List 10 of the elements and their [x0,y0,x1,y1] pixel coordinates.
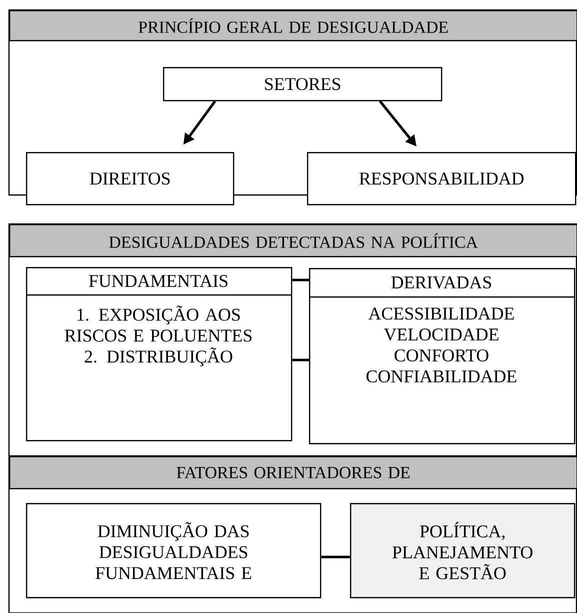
text-box: POLÍTICA, PLANEJAMENTO E GESTÃO [350,503,576,598]
connector-line [321,556,350,558]
text-box: SETORES [163,67,442,102]
text-box: DIMINUIÇÃO DAS DESIGUALDADES FUNDAMENTAIS E [26,503,322,598]
category-box: FUNDAMENTAIS 1. EXPOSIÇÃO AOS RISCOS E POLUENTES 2. DISTRIBUIÇÃO [26,267,292,442]
text-box: RESPONSABILIDAD [307,152,576,206]
connector-line [292,358,309,362]
text-box: DIREITOS [26,152,234,206]
category-box: DERIVADAS ACESSIBILIDADE VELOCIDADE CONFORTO CONFIABILIDADE [309,268,576,444]
connector-line [292,278,309,282]
